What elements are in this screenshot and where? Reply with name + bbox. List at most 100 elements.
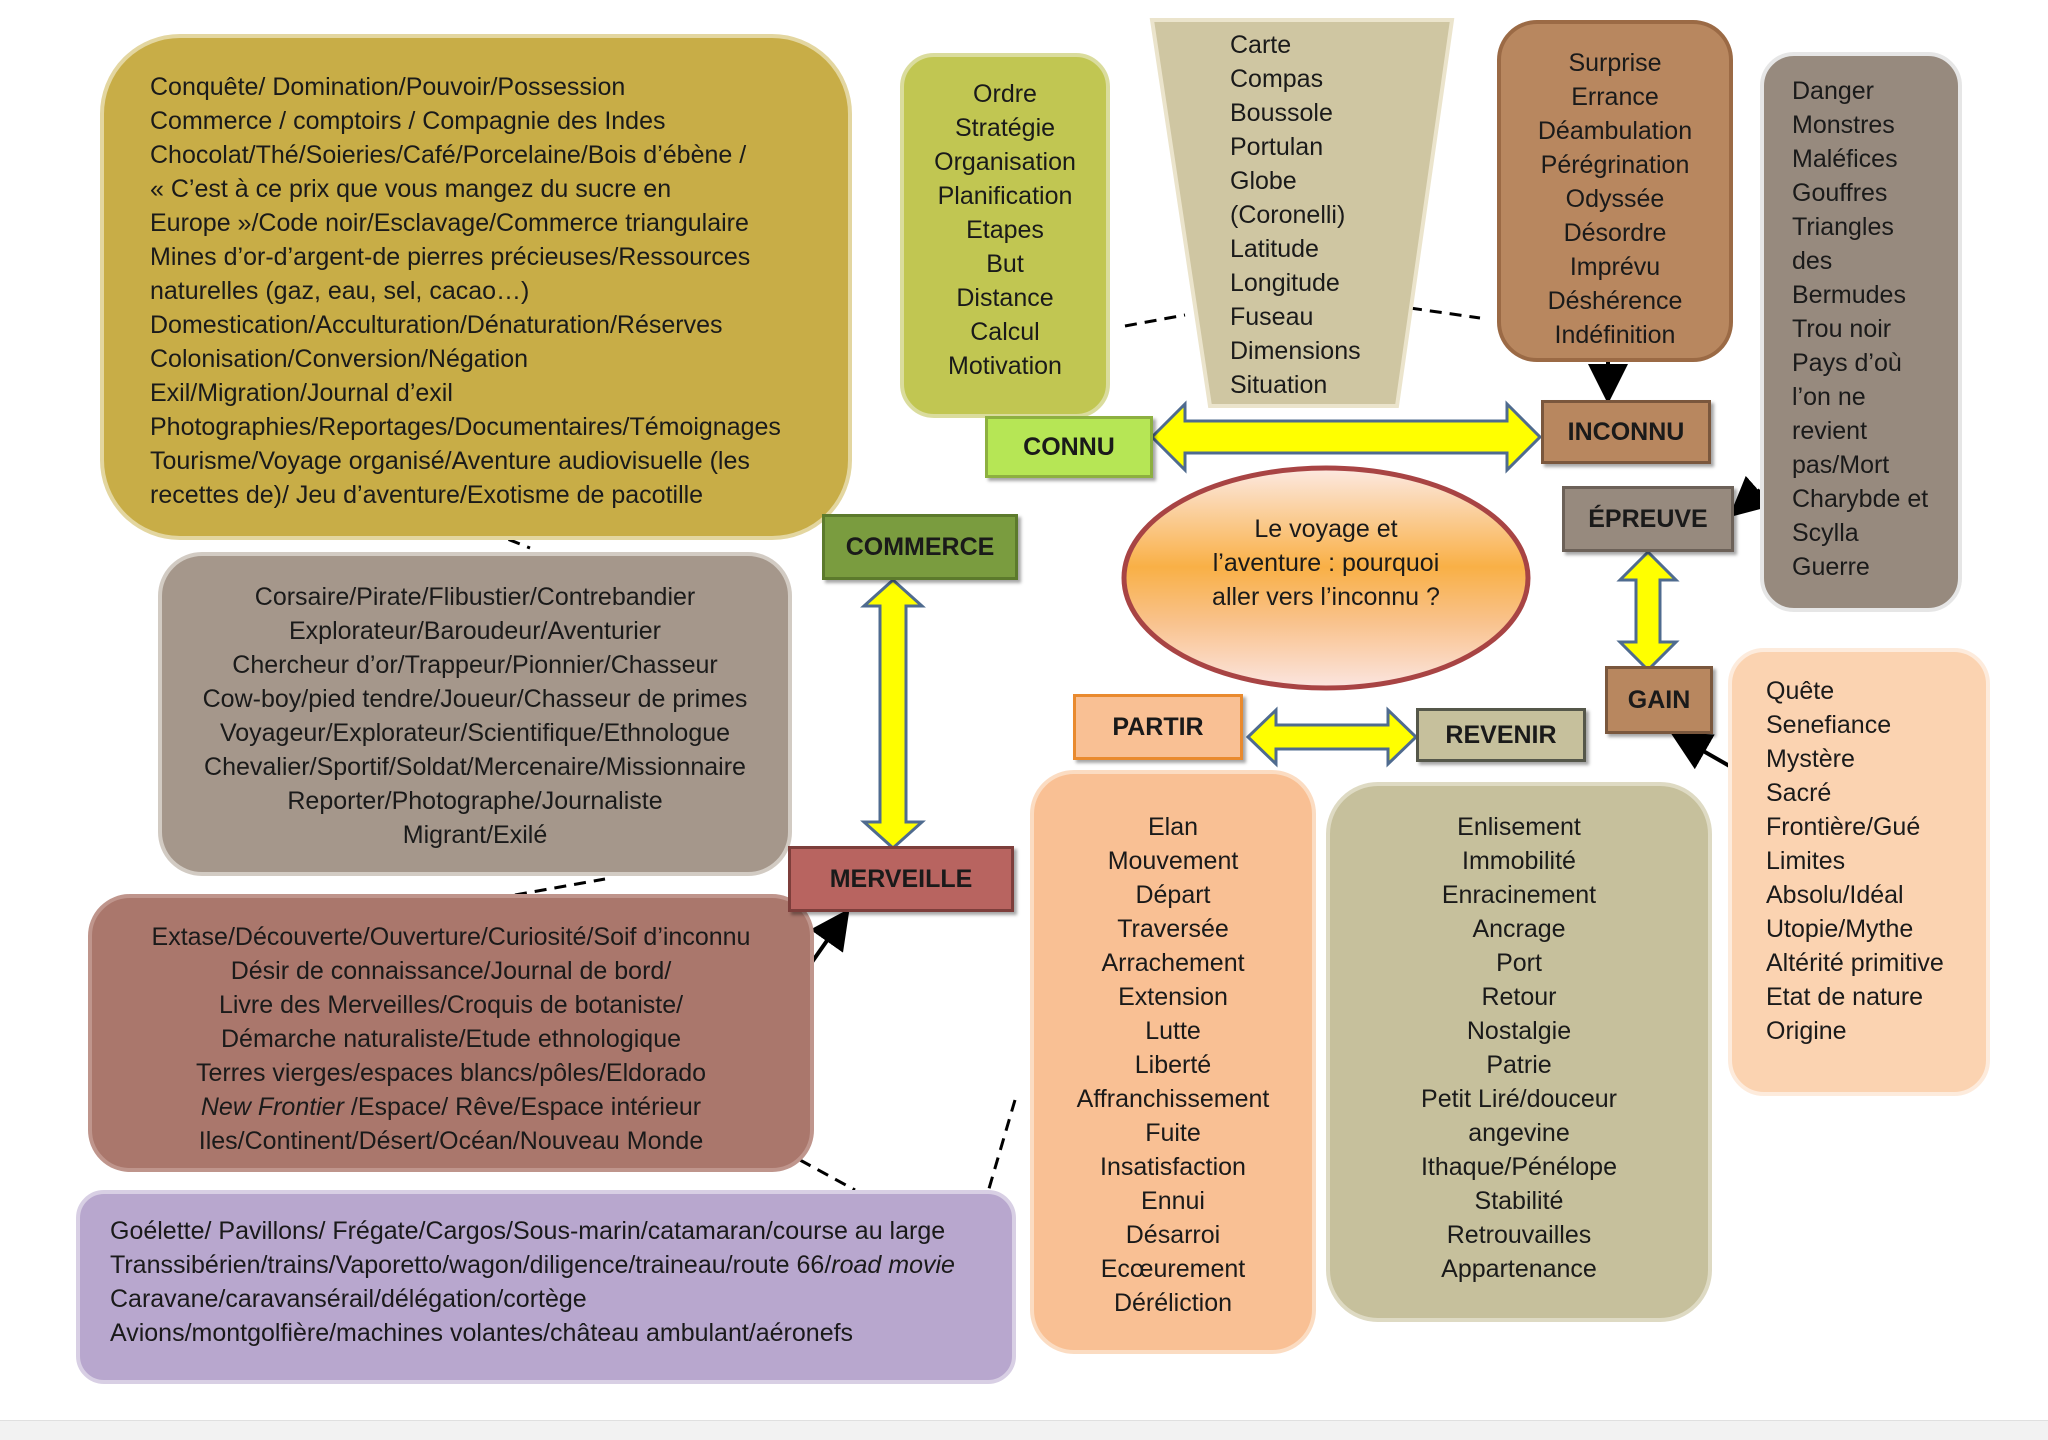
label-inconnu: INCONNU: [1541, 400, 1711, 464]
gain-word: Frontière/Gué: [1766, 813, 1921, 841]
connu-word: Motivation: [948, 352, 1062, 380]
epreuve-word: Maléfices: [1792, 145, 1898, 173]
revenir-word: Ithaque/Pénélope: [1420, 1153, 1617, 1181]
dashed-connector: [1409, 306, 1481, 320]
character-line: Chevalier/Sportif/Soldat/Mercenaire/Miss…: [204, 753, 746, 781]
character-line: Migrant/Exilé: [402, 821, 548, 849]
center-line: Le voyage et: [1254, 515, 1398, 543]
commerce-word-line: Tourisme/Voyage organisé/Aventure audiov…: [150, 447, 750, 475]
connu-word: Planification: [937, 182, 1073, 210]
commerce-word-line: naturelles (gaz, eau, sel, cacao…): [150, 277, 530, 305]
transport-line: Caravane/caravansérail/délégation/cortèg…: [110, 1285, 587, 1313]
new-frontier-italic: New Frontier: [200, 1093, 344, 1121]
tool-word: Latitude: [1230, 235, 1319, 263]
commerce-word-line: Mines d’or-d’argent-de pierres précieuse…: [150, 243, 751, 271]
character-line: Reporter/Photographe/Journaliste: [287, 787, 663, 815]
partir-word: Traversée: [1117, 915, 1229, 943]
epreuve-word: des: [1792, 247, 1833, 275]
merveille-frontier-line: New Frontier /Espace/ Rêve/Espace intéri…: [92, 1090, 810, 1124]
partir-word: Lutte: [1145, 1017, 1201, 1045]
commerce-word-line: Europe »/Code noir/Esclavage/Commerce tr…: [150, 209, 749, 237]
character-line: Corsaire/Pirate/Flibustier/Contrebandier: [254, 583, 696, 611]
inconnu-word: Déshérence: [1547, 287, 1683, 315]
center-line: l’aventure : pourquoi: [1212, 549, 1440, 577]
partir-word: Déréliction: [1113, 1289, 1233, 1317]
revenir-words-clip: Enlisement Immobilité Enracinement Ancra…: [1330, 810, 1708, 1298]
center-line: aller vers l’inconnu ?: [1212, 583, 1440, 611]
revenir-word: Nostalgie: [1466, 1017, 1572, 1045]
label-merveille: MERVEILLE: [788, 846, 1014, 912]
character-line: Explorateur/Baroudeur/Aventurier: [289, 617, 661, 645]
commerce-word-line: Domestication/Acculturation/Dénaturation…: [150, 311, 723, 339]
dashed-connector: [986, 1099, 1017, 1193]
pointer-arrow: [1728, 475, 1773, 518]
character-line: Cow-boy/pied tendre/Joueur/Chasseur de p…: [202, 685, 748, 713]
transports-box: Goélette/ Pavillons/ Frégate/Cargos/Sous…: [76, 1190, 1016, 1384]
commerce-merveille-double-arrow: [860, 577, 926, 851]
character-line: Chercheur d’or/Trappeur/Pionnier/Chasseu…: [232, 651, 718, 679]
tool-word: Boussole: [1230, 99, 1333, 127]
gain-word: Quête: [1766, 677, 1835, 705]
commerce-word-line: Conquête/ Domination/Pouvoir/Possession: [150, 73, 626, 101]
transport-line: Avions/montgolfière/machines volantes/ch…: [110, 1319, 854, 1347]
tool-word: (Coronelli): [1230, 201, 1346, 229]
gain-word: Utopie/Mythe: [1766, 915, 1914, 943]
gain-words-box: Quête Senefiance Mystère Sacré Frontière…: [1728, 648, 1990, 1096]
revenir-word: Retrouvailles: [1446, 1221, 1592, 1249]
epreuve-word: Danger: [1792, 77, 1874, 105]
revenir-words-box: Enlisement Immobilité Enracinement Ancra…: [1326, 782, 1712, 1322]
gain-word: Origine: [1766, 1017, 1847, 1045]
connu-word: Calcul: [970, 318, 1040, 346]
gain-word: Altérité primitive: [1766, 949, 1944, 977]
inconnu-word: Imprévu: [1569, 253, 1661, 281]
merveille-line: Livre des Merveilles/Croquis de botanist…: [218, 991, 684, 1019]
partir-words-box: Elan Mouvement Départ Traversée Arrachem…: [1030, 770, 1316, 1354]
inconnu-word: Pérégrination: [1540, 151, 1690, 179]
gain-word: Etat de nature: [1766, 983, 1924, 1011]
merveille-words-box: Extase/Découverte/Ouverture/Curiosité/So…: [88, 894, 814, 1172]
tools-words: Carte Compas Boussole Portulan Globe (Co…: [1230, 28, 1420, 402]
label-connu: CONNU: [985, 416, 1153, 478]
tool-word: Portulan: [1230, 133, 1324, 161]
commerce-word-line: recettes de)/ Jeu d’aventure/Exotisme de…: [150, 481, 704, 509]
merveille-line: Terres vierges/espaces blancs/pôles/Eldo…: [196, 1059, 706, 1087]
connu-word: Ordre: [973, 80, 1037, 108]
transport-line-plain: Transsibérien/trains/Vaporetto/wagon/dil…: [110, 1251, 832, 1279]
revenir-word: Port: [1496, 949, 1542, 977]
gain-word: Mystère: [1766, 745, 1855, 773]
revenir-word: Immobilité: [1462, 847, 1576, 875]
revenir-word: Patrie: [1486, 1051, 1552, 1079]
partir-word: Extension: [1118, 983, 1228, 1011]
tool-word: Situation: [1230, 371, 1328, 399]
epreuve-word: revient: [1792, 417, 1868, 445]
merveille-line: Iles/Continent/Désert/Océan/Nouveau Mond…: [198, 1127, 704, 1155]
dashed-connector: [514, 877, 606, 897]
epreuve-word: pas/Mort: [1792, 451, 1890, 479]
epreuve-word: l’on ne: [1792, 383, 1866, 411]
partir-word: Désarroi: [1125, 1221, 1221, 1249]
gain-word: Sacré: [1766, 779, 1832, 807]
partir-word: Mouvement: [1107, 847, 1239, 875]
epreuve-word: Gouffres: [1792, 179, 1888, 207]
partir-word: Insatisfaction: [1100, 1153, 1246, 1181]
tool-word: Longitude: [1230, 269, 1340, 297]
partir-word: Fuite: [1145, 1119, 1201, 1147]
partir-word: Liberté: [1134, 1051, 1212, 1079]
page-bottom-bar: [0, 1420, 2048, 1440]
connu-word: Stratégie: [954, 114, 1056, 142]
merveille-line: Démarche naturaliste/Etude ethnologique: [220, 1025, 682, 1053]
inconnu-word: Indéfinition: [1554, 321, 1676, 349]
epreuve-word: Bermudes: [1792, 281, 1906, 309]
epreuve-word: Monstres: [1792, 111, 1895, 139]
gain-word: Senefiance: [1766, 711, 1892, 739]
epreuve-word: Guerre: [1792, 553, 1870, 581]
commerce-word-line: Commerce / comptoirs / Compagnie des Ind…: [150, 107, 666, 135]
partir-word: Arrachement: [1101, 949, 1245, 977]
label-revenir: REVENIR: [1416, 708, 1586, 762]
commerce-word-line: Exil/Migration/Journal d’exil: [150, 379, 453, 407]
connu-word: Organisation: [934, 148, 1076, 176]
merveille-line: Désir de connaissance/Journal de bord/: [230, 957, 672, 985]
partir-word: Elan: [1147, 813, 1199, 841]
revenir-word: Enlisement: [1457, 813, 1581, 841]
